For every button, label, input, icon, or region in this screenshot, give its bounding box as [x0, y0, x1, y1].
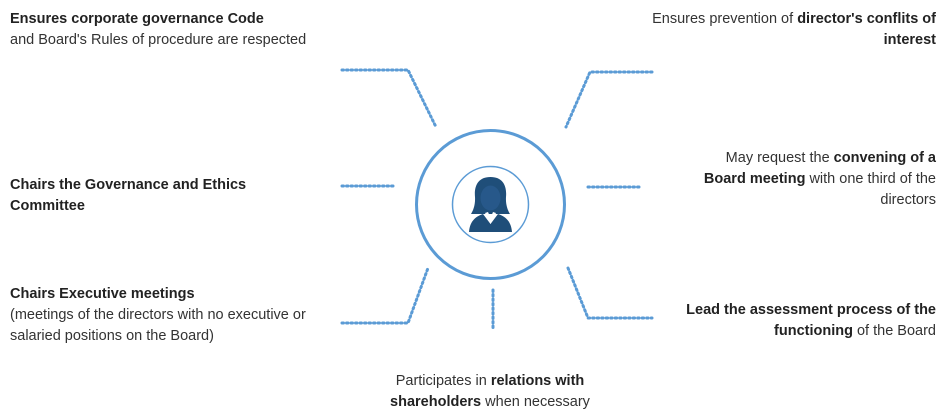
- item-top-right: Ensures prevention of director's conflit…: [640, 9, 936, 51]
- bottom-center-text-post: when necessary: [481, 394, 590, 410]
- item-bottom-left: Chairs Executive meetings (meetings of t…: [10, 284, 345, 347]
- connector-top-right: [564, 70, 654, 129]
- item-bottom-right: Lead the assessment process of the funct…: [660, 300, 936, 342]
- bottom-right-bold: Lead the assessment process of the funct…: [686, 302, 936, 339]
- top-left-bold: Ensures corporate governance Code: [10, 11, 264, 27]
- bottom-right-text: of the Board: [852, 323, 936, 339]
- bottom-left-bold: Chairs Executive meetings: [10, 286, 195, 302]
- top-right-text: Ensures prevention of: [652, 11, 798, 27]
- top-right-bold: director's conflits of interest: [797, 11, 936, 48]
- item-bottom-center: Participates in relations with sharehold…: [370, 371, 610, 413]
- item-mid-right: May request the convening of a Board mee…: [680, 148, 936, 211]
- mid-right-text-pre: May request the: [725, 150, 834, 166]
- mid-right-bold: convening of a Board meeting: [703, 150, 936, 187]
- connector-bottom-right: [566, 266, 654, 320]
- bottom-left-text: (meetings of the directors with no execu…: [10, 307, 306, 344]
- item-mid-left: Chairs the Governance and Ethics Committ…: [10, 175, 280, 217]
- connector-top-left: [340, 68, 438, 129]
- item-top-left: Ensures corporate governance Code and Bo…: [10, 9, 310, 51]
- mid-right-text-post: with one third of the directors: [805, 171, 936, 208]
- bottom-center-bold: relations with shareholders: [390, 373, 585, 410]
- businesswoman-avatar-icon: [469, 177, 512, 232]
- connector-bottom-left: [340, 266, 430, 325]
- mid-left-bold: Chairs the Governance and Ethics Committ…: [10, 177, 247, 214]
- central-hub: [415, 129, 566, 280]
- bottom-center-text-pre: Participates in: [395, 373, 491, 389]
- top-left-text: and Board's Rules of procedure are respe…: [10, 32, 307, 48]
